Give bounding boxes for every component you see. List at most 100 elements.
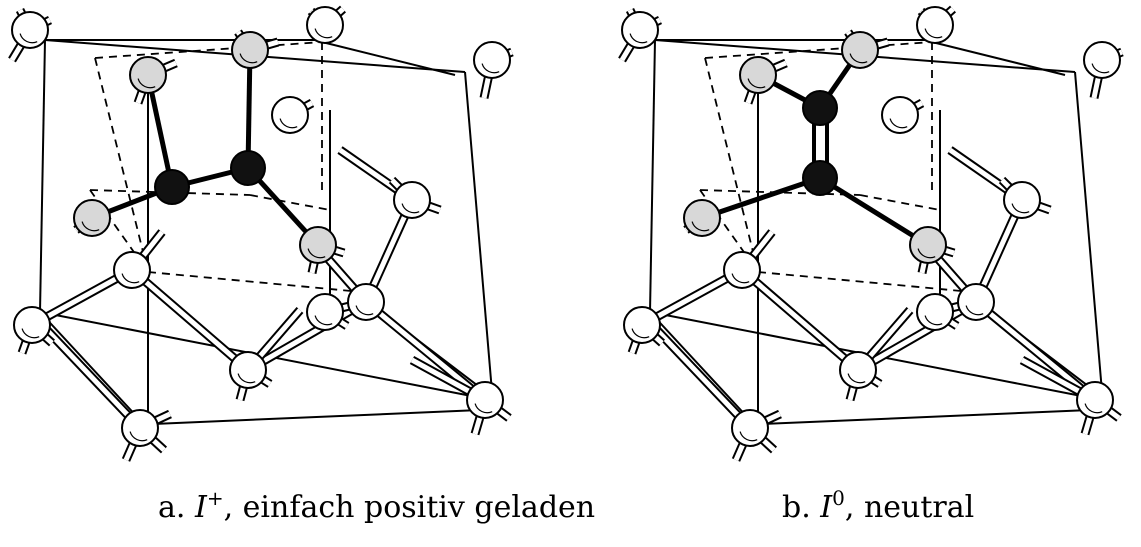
atom-shading — [849, 53, 868, 64]
bond-core — [740, 268, 860, 372]
atom-shading — [1084, 403, 1103, 414]
lattice-atom — [466, 381, 504, 419]
atom-shading — [307, 248, 326, 259]
lattice-atom — [11, 11, 49, 49]
bond-core — [364, 300, 487, 402]
atom-shading — [314, 315, 333, 326]
atom-shading — [481, 63, 500, 74]
atom-shading — [279, 118, 298, 129]
caption-a-superscript: + — [206, 486, 224, 510]
atom-shading — [917, 248, 936, 259]
interstitial-atom — [230, 150, 266, 186]
neighbor-atom — [231, 31, 269, 69]
cube-edge-hidden — [757, 271, 973, 293]
diagram-panel-a — [0, 0, 560, 480]
lattice-atom — [121, 409, 159, 447]
atom-shading — [889, 118, 908, 129]
atom-shading — [19, 33, 38, 44]
interstitial-bond — [145, 74, 175, 188]
interstitial-atom — [802, 90, 838, 126]
caption-a-text: , einfach positiv geladen — [223, 490, 596, 525]
lattice-atom — [113, 251, 151, 289]
bond-core — [43, 326, 142, 430]
crystal-structure-b — [618, 5, 1124, 462]
lattice-atom — [229, 351, 267, 389]
neighbor-atom — [299, 226, 337, 264]
bond-core — [653, 326, 752, 430]
atom-shading — [355, 305, 374, 316]
lattice-atom — [271, 96, 309, 134]
atom-shading — [631, 328, 650, 339]
caption-b-symbol: I — [820, 490, 833, 525]
caption-b-text: , neutral — [844, 490, 975, 525]
atom-shading — [739, 431, 758, 442]
cube-edge-hidden — [89, 189, 251, 196]
cube-edge — [39, 311, 141, 421]
caption-a-prefix: a. — [158, 490, 186, 525]
lattice-atom — [473, 41, 511, 79]
cube-edge-hidden — [147, 271, 363, 293]
cube-edge-hidden — [94, 41, 323, 59]
interstitial-atom — [802, 160, 838, 196]
neighbor-atom — [683, 199, 721, 237]
neighbor-atom — [739, 56, 777, 94]
bond-core — [130, 268, 250, 372]
atom-shading — [121, 273, 140, 284]
cube-edge — [464, 71, 493, 393]
caption-b-prefix: b. — [782, 490, 811, 525]
interstitial-bond — [818, 175, 930, 248]
atom-shading — [401, 203, 420, 214]
lattice-atom — [916, 293, 954, 331]
lattice-atom — [1003, 181, 1041, 219]
cube-edge-hidden — [249, 194, 331, 211]
cube-edge — [39, 39, 46, 313]
neighbor-atom — [129, 56, 167, 94]
lattice-atom — [1076, 381, 1114, 419]
lattice-atom — [623, 306, 661, 344]
bond-core — [856, 299, 978, 373]
cube-edge — [129, 409, 481, 426]
cube-edge — [321, 41, 456, 76]
atom-shading — [1011, 203, 1030, 214]
atom-shading — [129, 431, 148, 442]
bond-core — [640, 267, 744, 328]
cube-edge-hidden — [94, 57, 149, 273]
atom-shading — [965, 305, 984, 316]
atom-shading — [21, 328, 40, 339]
lattice-atom — [393, 181, 431, 219]
neighbor-atom — [909, 226, 947, 264]
cube-edge — [649, 39, 656, 313]
bond-core — [246, 299, 368, 373]
lattice-atom — [306, 293, 344, 331]
lattice-atom — [347, 283, 385, 321]
atom-shading — [239, 53, 258, 64]
lattice-atom — [306, 6, 344, 44]
cube-edge — [931, 41, 1066, 76]
atom-shading — [629, 33, 648, 44]
lattice-atom — [621, 11, 659, 49]
crystal-structure-a — [8, 5, 514, 462]
atom-shading — [924, 315, 943, 326]
lattice-atom — [723, 251, 761, 289]
cube-edge-hidden — [704, 57, 759, 273]
caption-b: b. I0, neutral — [782, 488, 974, 528]
neighbor-atom — [841, 31, 879, 69]
lattice-atom — [839, 351, 877, 389]
diagram-panel-b — [610, 0, 1141, 480]
atom-shading — [474, 403, 493, 414]
lattice-atom — [957, 283, 995, 321]
atom-shading — [691, 221, 710, 232]
cube-edge-hidden — [699, 189, 861, 196]
lattice-atom — [13, 306, 51, 344]
interstitial-bond — [245, 49, 253, 169]
caption-b-superscript: 0 — [832, 486, 845, 510]
interstitial-bond — [701, 175, 821, 221]
lattice-atom — [1083, 41, 1121, 79]
atom-shading — [314, 28, 333, 39]
cube-edge — [649, 311, 751, 421]
caption-a-symbol: I — [194, 490, 207, 525]
atom-shading — [731, 273, 750, 284]
bond-core — [974, 300, 1097, 402]
atom-shading — [81, 221, 100, 232]
lattice-atom — [916, 6, 954, 44]
